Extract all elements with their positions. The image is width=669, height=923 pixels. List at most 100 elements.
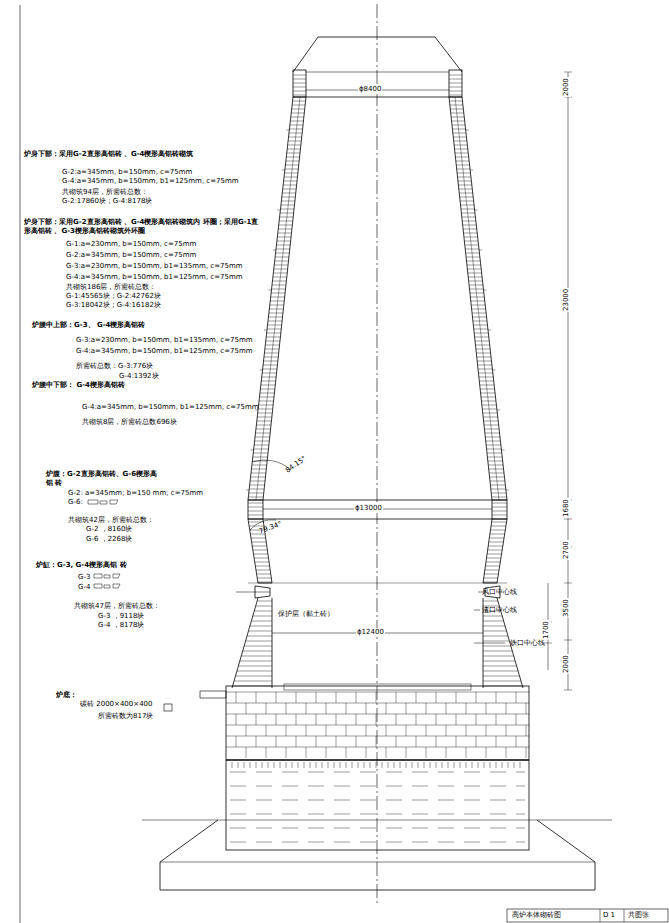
brick-course	[268, 321, 282, 322]
brick-course	[480, 385, 494, 386]
carbon-joint	[496, 714, 497, 725]
brick-course	[488, 465, 503, 466]
bottom-course	[230, 786, 525, 787]
brick-course	[488, 461, 503, 462]
shaft-inner	[263, 97, 306, 500]
top-cone	[293, 37, 462, 72]
carbon-row	[226, 725, 529, 726]
brick-course	[449, 83, 462, 84]
cooling-plate	[501, 450, 504, 451]
note-text: G-4:a=345mm, b=150mm, b1=125mm, c=75mm	[62, 177, 239, 186]
bottom-tick	[412, 762, 413, 768]
bottom-tick	[310, 762, 311, 768]
brick-course	[484, 578, 498, 579]
brick-course	[464, 237, 478, 238]
brick-course	[281, 201, 295, 202]
brick-course	[468, 273, 482, 274]
brick-course	[463, 225, 477, 226]
brick-course	[456, 165, 469, 166]
carbon-joint	[376, 714, 377, 725]
bottom-tick	[514, 762, 515, 768]
carbon-joint	[346, 703, 347, 714]
note-text: G-3	[78, 573, 90, 582]
bottom-tick	[304, 762, 305, 768]
foundation	[160, 862, 595, 863]
bottom-tick	[436, 762, 437, 768]
brick-course	[474, 333, 488, 334]
carbon-joint	[456, 714, 457, 725]
brick-course	[449, 101, 462, 102]
brick-course	[467, 265, 481, 266]
brick-course	[244, 646, 272, 647]
brick-course	[483, 636, 508, 637]
brick-sample	[94, 574, 120, 578]
note-text: 炉腰中下部： G-4楔形高铝砖	[32, 381, 125, 390]
bottom-tick	[484, 762, 485, 768]
note-text: G-6 ，2268块	[86, 535, 132, 544]
bottom-tick	[334, 762, 335, 768]
brick-course	[292, 109, 305, 110]
shaft-outer	[248, 97, 293, 500]
brick-course	[276, 245, 290, 246]
carbon-joint	[486, 747, 487, 758]
bottom-tick	[418, 762, 419, 768]
brick-course	[490, 477, 505, 478]
brick-course	[265, 349, 279, 350]
note-text: 共砌筑186层，所需砖总数：	[66, 283, 156, 292]
note-text: 共砌筑42层，所需砖总数：	[68, 516, 154, 525]
brick-sample	[94, 584, 120, 588]
carbon-joint	[366, 725, 367, 736]
carbon-joint	[236, 736, 237, 747]
carbon-joint	[446, 747, 447, 758]
hearth-inner	[272, 598, 273, 688]
brick-course	[272, 281, 286, 282]
brick-course	[456, 161, 469, 162]
carbon-joint	[366, 747, 367, 758]
note-text: G-3:18042块 ; G-4:16182块	[66, 301, 161, 310]
dimension-tick	[564, 583, 572, 584]
brick-course	[278, 233, 292, 234]
brick-course	[250, 626, 272, 627]
carbon-joint	[386, 747, 387, 758]
brick-course	[269, 309, 283, 310]
brick-course	[472, 313, 486, 314]
note-text: G-4:1392块	[119, 372, 159, 381]
carbon-joint	[266, 725, 267, 736]
cooling-plate	[475, 210, 478, 211]
bottom-tick	[328, 762, 329, 768]
brick-course	[259, 405, 274, 406]
note-text: G-4:a=345mm, b=150mm, b1=125mm, c=75mm	[76, 347, 253, 356]
frame-line	[20, 5, 21, 923]
note-text: G-4 ，8178块	[98, 621, 144, 630]
brick-course	[237, 671, 272, 672]
brick-course	[266, 341, 280, 342]
brick-course	[254, 558, 268, 559]
brick-course	[475, 341, 489, 342]
carbon-joint	[376, 736, 377, 747]
bottom-course	[230, 828, 525, 829]
brick-course	[487, 554, 501, 555]
brick-course	[484, 425, 499, 426]
hearth-bottom	[226, 686, 529, 850]
bottom-tick	[364, 762, 365, 768]
carbon-joint	[286, 703, 287, 714]
brick-course	[251, 621, 272, 622]
brick-course	[465, 245, 479, 246]
brick-course	[476, 353, 490, 354]
brick-course	[262, 373, 276, 374]
brick-course	[255, 441, 270, 442]
brick-course	[274, 265, 288, 266]
bottom-tick	[430, 762, 431, 768]
note-text: 共砌筑8层，所需砖总数696块	[82, 418, 177, 427]
brick-course	[452, 129, 465, 130]
brick-course	[466, 261, 480, 262]
shaft-outer	[462, 97, 507, 500]
brick-course	[451, 113, 464, 114]
note-text: G-2: a=345mm; b=150 mm; c=75mm	[68, 489, 203, 498]
dimension-text: 23000	[562, 288, 571, 312]
cooling-plate	[268, 290, 271, 291]
brick-course	[277, 237, 291, 238]
brick-course	[478, 373, 492, 374]
brick-course	[248, 497, 263, 498]
brick-course	[287, 149, 300, 150]
